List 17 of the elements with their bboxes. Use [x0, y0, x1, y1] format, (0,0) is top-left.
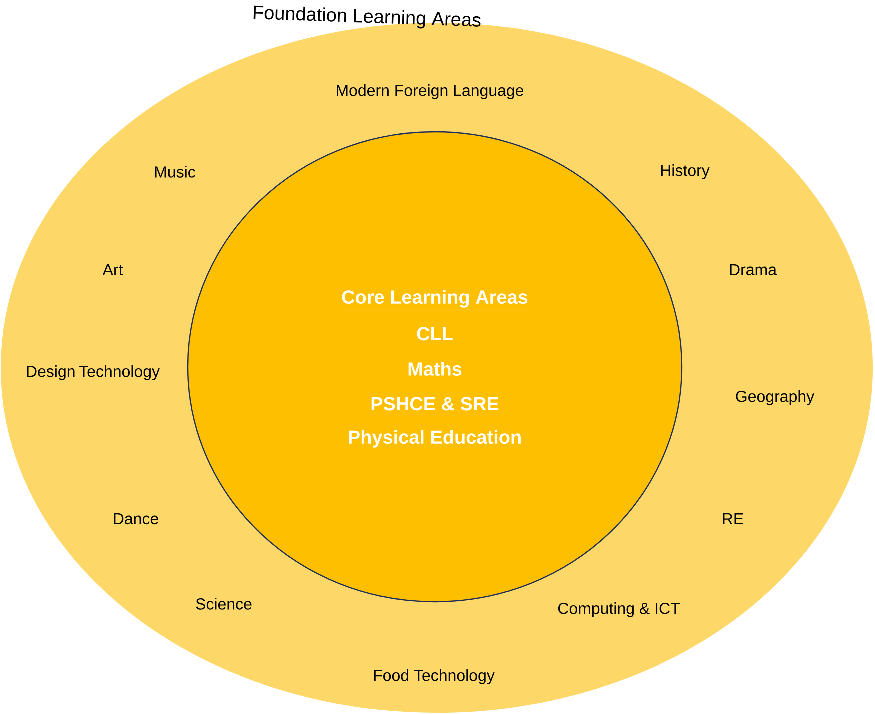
subject-label: Computing & ICT	[558, 602, 680, 618]
subject-label: PSHCE & SRE	[372, 397, 499, 411]
subject-label: Maths	[408, 362, 462, 376]
subject-label: Art	[102, 264, 124, 276]
heading: Core Learning Areas	[341, 290, 529, 310]
subject-label: CLL	[417, 327, 453, 341]
subject-label: Science	[196, 598, 252, 610]
subject-label: Geography	[736, 390, 815, 406]
subject-label: Design Technology	[27, 366, 160, 380]
subject-label: Music	[155, 166, 196, 178]
subject-label: Dance	[114, 513, 158, 525]
subject-label: RE	[723, 514, 744, 524]
subject-label: Food Technology	[374, 670, 495, 684]
subject-label: Drama	[730, 264, 777, 276]
subject-label: Modern Foreign Language	[337, 84, 524, 100]
subject-label: History	[661, 164, 710, 180]
subject-label: Physical Education	[349, 430, 521, 448]
